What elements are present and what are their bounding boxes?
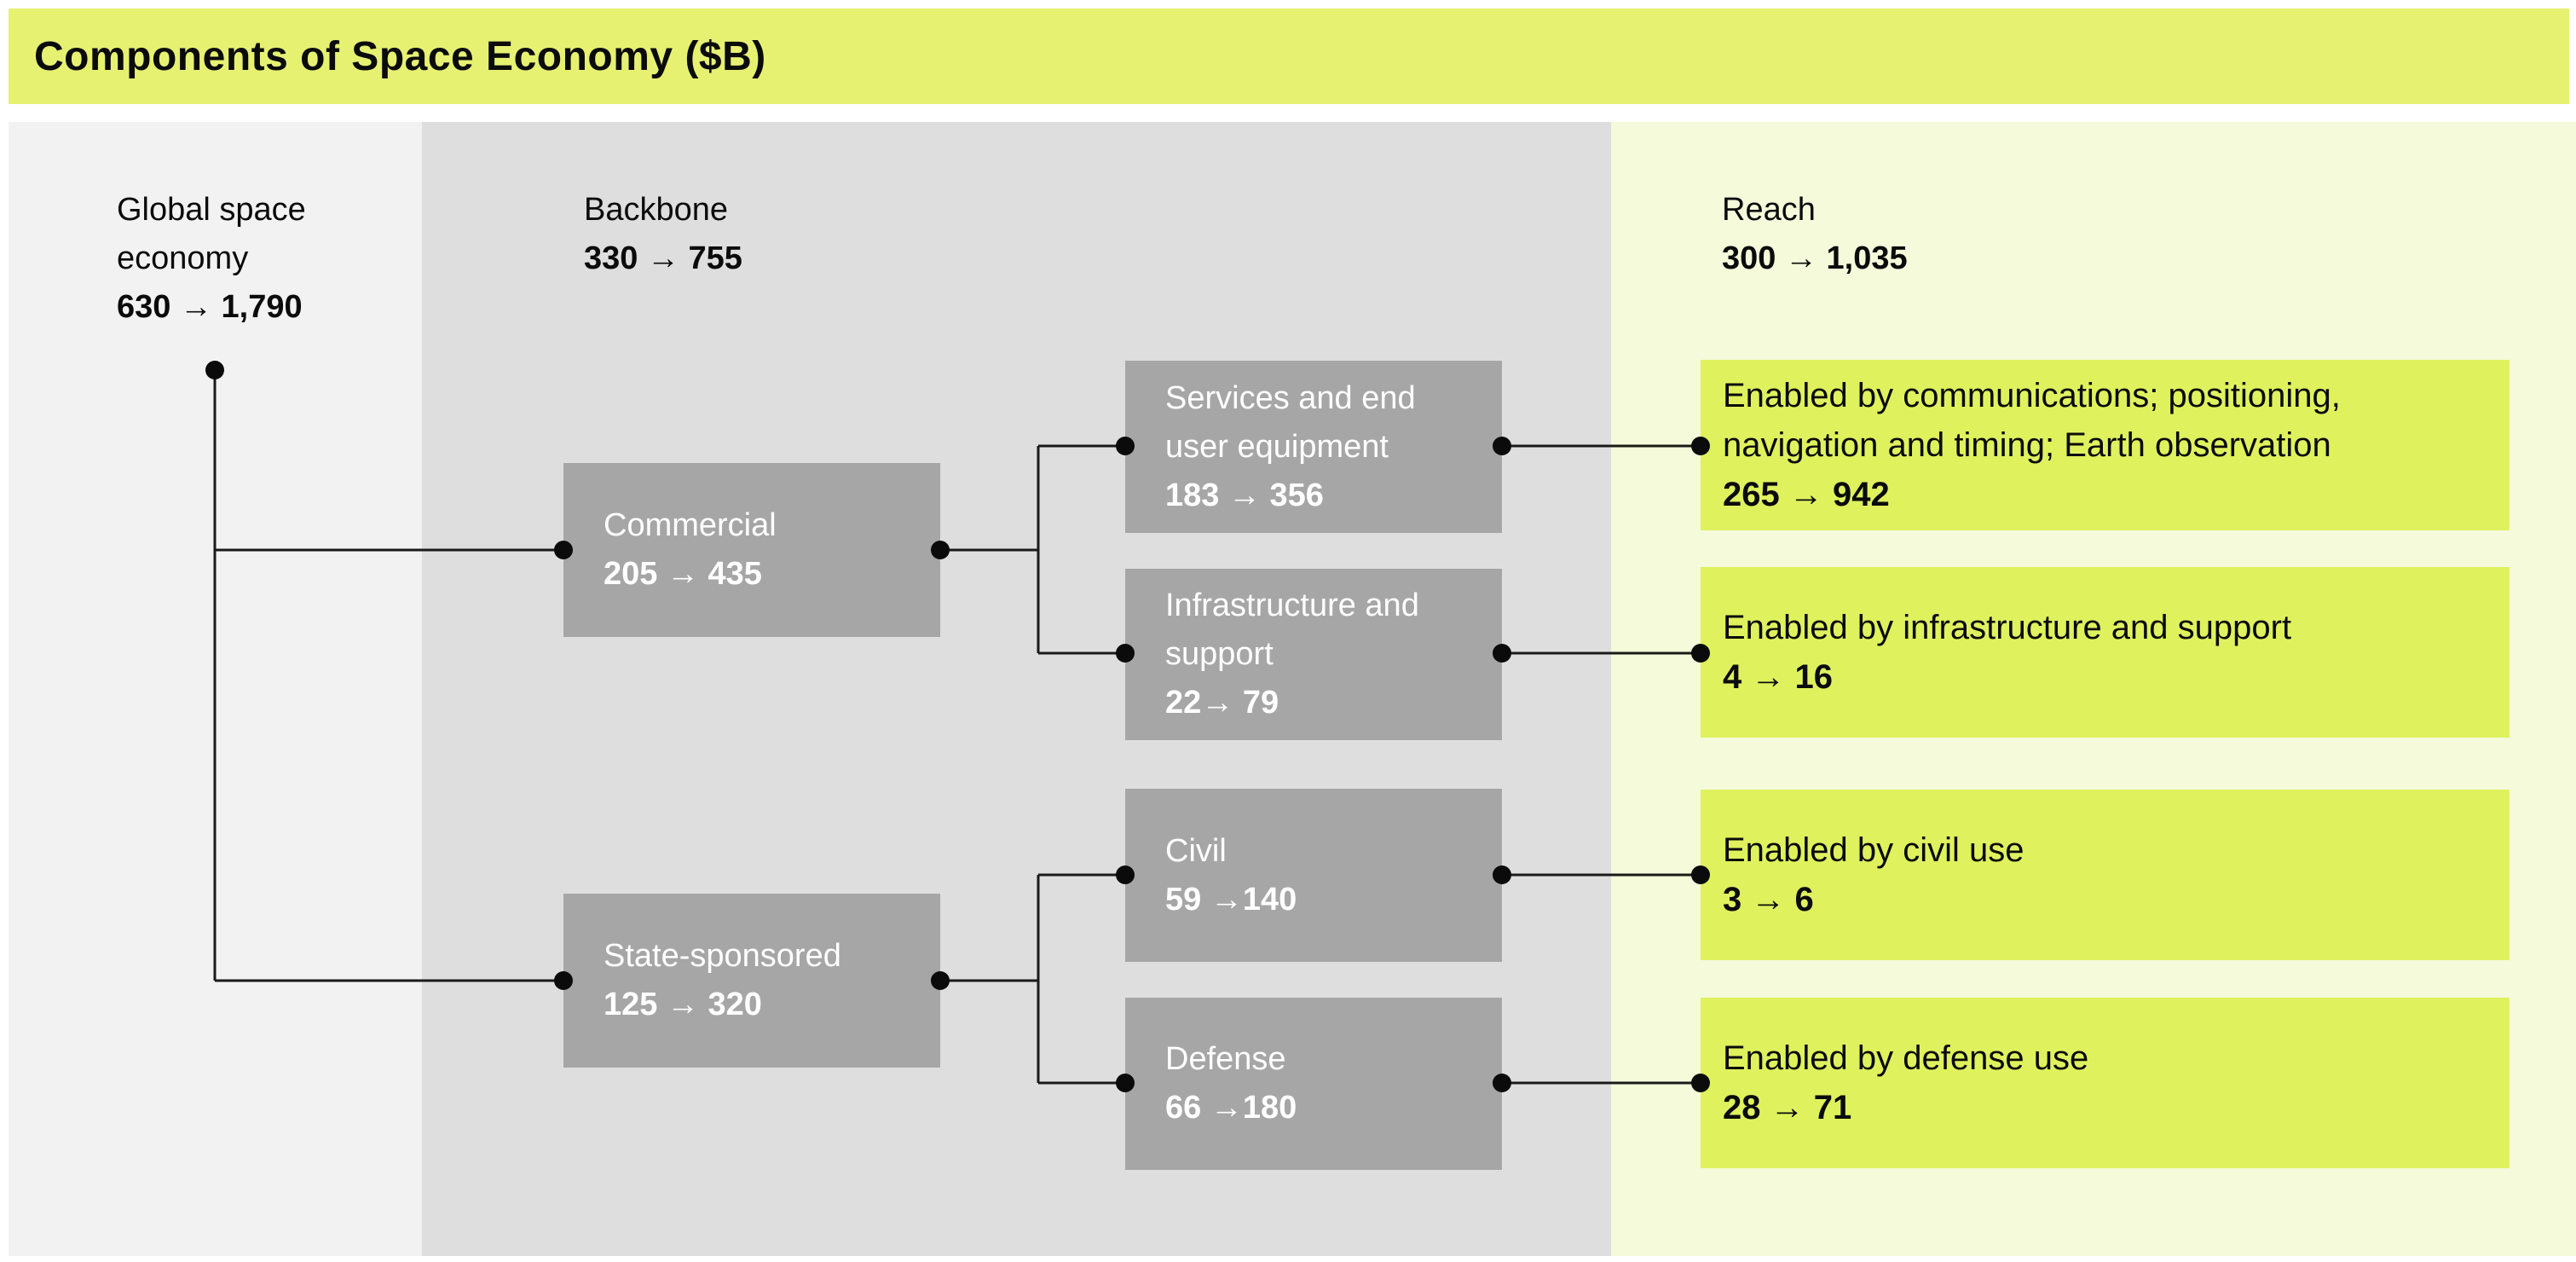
- reach-box-civil-value: 3 → 6: [1723, 881, 1814, 918]
- header-global-label: Global space economy: [117, 192, 306, 276]
- node-state-sponsored-value: 125 → 320: [604, 987, 762, 1022]
- node-commercial-label: Commercial: [604, 507, 777, 543]
- header-reach-label: Reach: [1722, 192, 1816, 228]
- reach-box-communications-label: Enabled by communications; positioning, …: [1723, 377, 2341, 464]
- node-state-sponsored-label: State-sponsored: [604, 938, 841, 974]
- reach-box-communications: Enabled by communications; positioning, …: [1701, 360, 2510, 530]
- reach-box-infrastructure-value: 4 → 16: [1723, 658, 1833, 696]
- node-infrastructure: Infrastructure and support 22→ 79: [1125, 569, 1502, 740]
- node-defense-label: Defense: [1165, 1041, 1286, 1077]
- node-services-value: 183 → 356: [1165, 477, 1324, 513]
- node-infrastructure-value: 22→ 79: [1165, 685, 1279, 721]
- node-commercial: Commercial 205 → 435: [563, 463, 940, 637]
- node-commercial-value: 205 → 435: [604, 556, 762, 592]
- title-bar: Components of Space Economy ($B): [9, 9, 2569, 104]
- reach-box-defense: Enabled by defense use 28 → 71: [1701, 998, 2510, 1168]
- node-civil-value: 59 →140: [1165, 881, 1297, 918]
- reach-box-defense-value: 28 → 71: [1723, 1089, 1852, 1126]
- header-backbone-value: 330 → 755: [584, 240, 742, 276]
- node-civil-label: Civil: [1165, 832, 1227, 869]
- reach-box-infrastructure: Enabled by infrastructure and support 4 …: [1701, 567, 2510, 738]
- node-defense: Defense 66 →180: [1125, 998, 1502, 1170]
- header-reach-value: 300 → 1,035: [1722, 240, 1908, 276]
- node-defense-value: 66 →180: [1165, 1090, 1297, 1126]
- header-global-space-economy: Global space economy 630 → 1,790: [117, 186, 364, 332]
- reach-box-communications-value: 265 → 942: [1723, 476, 1890, 513]
- node-infrastructure-label: Infrastructure and support: [1165, 588, 1419, 672]
- header-global-value: 630 → 1,790: [117, 289, 303, 325]
- header-reach: Reach 300 → 1,035: [1722, 186, 2114, 283]
- node-services-label: Services and end user equipment: [1165, 379, 1416, 465]
- page-title: Components of Space Economy ($B): [34, 33, 766, 79]
- reach-box-defense-label: Enabled by defense use: [1723, 1039, 2089, 1077]
- reach-box-civil-label: Enabled by civil use: [1723, 831, 2024, 869]
- reach-box-infrastructure-label: Enabled by infrastructure and support: [1723, 609, 2292, 646]
- reach-box-civil: Enabled by civil use 3 → 6: [1701, 790, 2510, 960]
- header-backbone: Backbone 330 → 755: [584, 186, 942, 283]
- node-civil: Civil 59 →140: [1125, 789, 1502, 962]
- header-backbone-label: Backbone: [584, 192, 729, 228]
- node-state-sponsored: State-sponsored 125 → 320: [563, 894, 940, 1068]
- node-services: Services and end user equipment 183 → 35…: [1125, 361, 1502, 533]
